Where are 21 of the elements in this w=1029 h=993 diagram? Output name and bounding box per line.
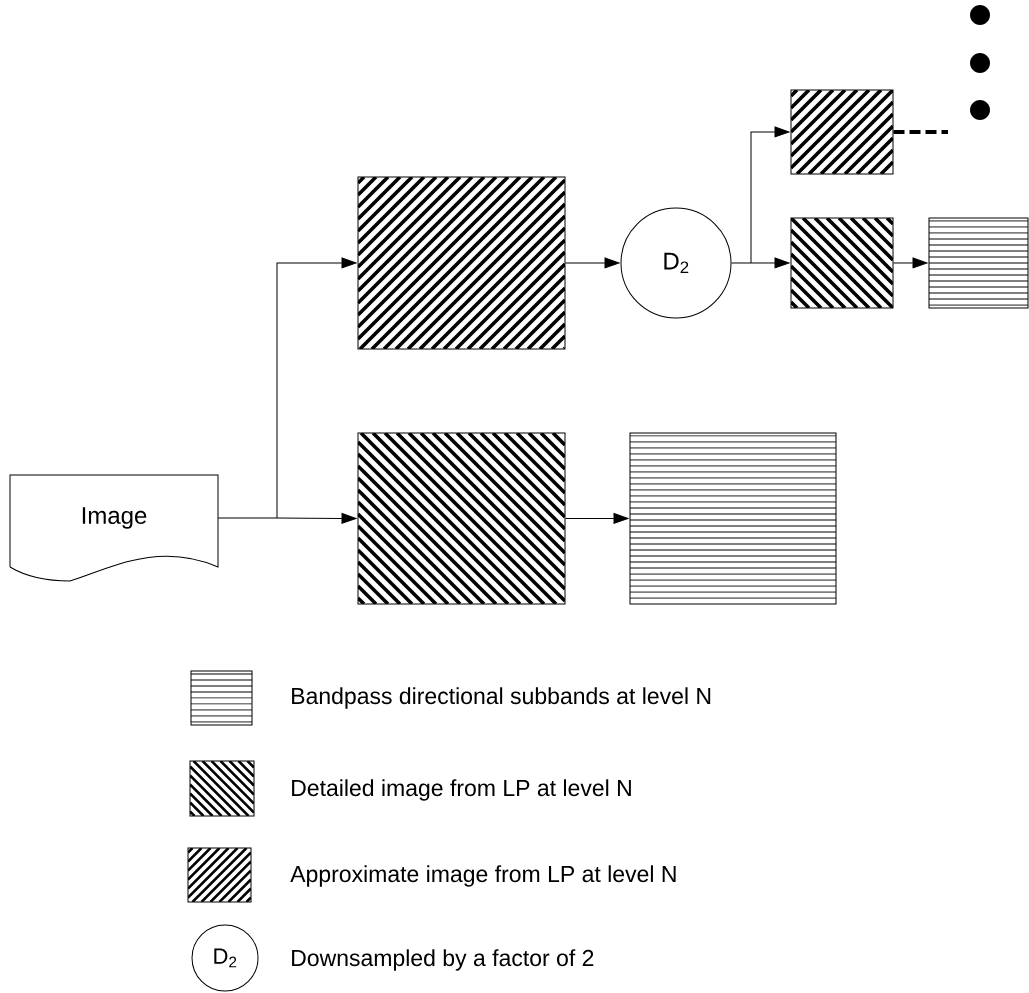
dashed-line [893,130,948,134]
hatched-box [790,89,894,175]
arrow [276,512,357,524]
hatched-box [357,176,566,350]
hatched-box [790,217,894,309]
arrow [750,257,790,269]
striped-box [629,432,837,605]
arrow [276,257,357,519]
arrow [565,513,629,524]
hatched-box [357,432,566,605]
striped-box [928,217,1029,309]
arrow [750,126,790,264]
connector-trunk [731,262,752,264]
arrow [565,257,620,269]
connector-trunk [217,517,278,519]
document-shape: Image [9,474,219,582]
legend-text: Downsampled by a factor of 2 [292,949,594,971]
legend-text: Detailed image from LP at level N [292,779,631,801]
legend-text: Bandpass directional subbands at level N [292,687,711,709]
legend-text: Approximate image from LP at level N [290,865,676,887]
arrow [893,257,928,269]
